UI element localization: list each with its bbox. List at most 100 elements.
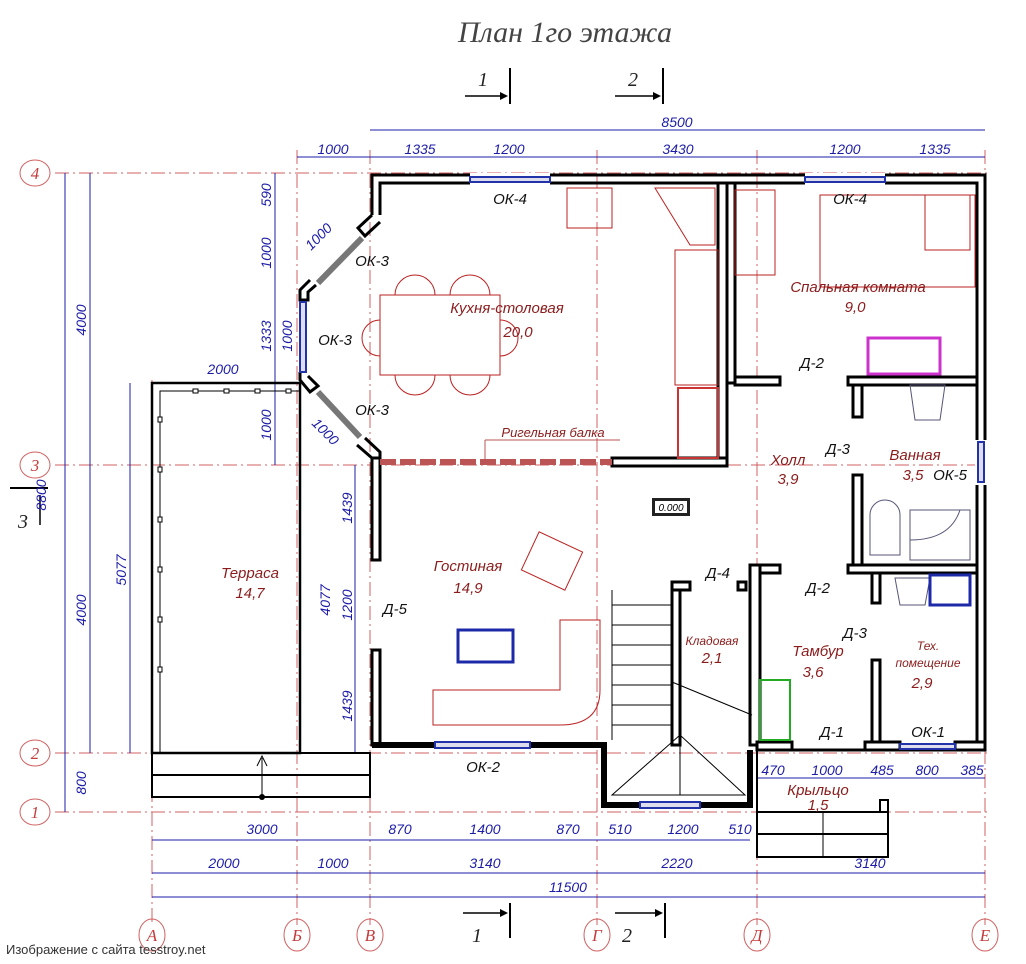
dim-top: 1200 bbox=[829, 141, 860, 157]
window-ok4-kitchen: ОК-4 bbox=[493, 191, 527, 208]
axis-v: В bbox=[365, 926, 376, 945]
axis-bubbles bbox=[19, 159, 999, 952]
room-terrace-name: Терраса bbox=[221, 565, 279, 582]
room-bedroom-name: Спальная комната bbox=[790, 279, 925, 296]
room-storage-name: Кладовая bbox=[686, 634, 739, 648]
section-mark-2-bottom: 2 bbox=[615, 903, 666, 947]
dim-left: 8800 bbox=[33, 479, 49, 510]
window-ok3: ОК-3 bbox=[355, 402, 390, 419]
dim-living: 4077 bbox=[317, 583, 333, 615]
dim-top: 1335 bbox=[919, 141, 950, 157]
dim-top-total: 8500 bbox=[661, 114, 692, 130]
room-kitchen-name: Кухня-столовая bbox=[450, 300, 563, 317]
terrace bbox=[150, 381, 371, 800]
axis-d: Д bbox=[750, 926, 764, 945]
dim-living: 1439 bbox=[339, 492, 355, 523]
section-mark-1-top: 1 bbox=[465, 68, 511, 104]
room-porch-name: Крыльцо bbox=[787, 782, 849, 799]
staircase[interactable] bbox=[610, 590, 753, 796]
axis-2: 2 bbox=[31, 744, 40, 763]
furniture bbox=[361, 187, 976, 741]
axis-3: 3 bbox=[30, 456, 40, 475]
dim-bottom: 1000 bbox=[317, 855, 348, 871]
window-ok5: ОК-5 bbox=[933, 467, 968, 484]
dim-bottom: 2000 bbox=[207, 855, 239, 871]
section-mark-1-bottom: 1 bbox=[463, 903, 511, 947]
room-kitchen-area: 20,0 bbox=[502, 324, 533, 341]
level-mark: 0.000 bbox=[658, 503, 683, 514]
dim-living: 1439 bbox=[339, 690, 355, 721]
room-living-area: 14,9 bbox=[453, 580, 483, 597]
walls bbox=[298, 173, 987, 808]
windows bbox=[299, 176, 985, 809]
dim-bottom: 3140 bbox=[469, 855, 500, 871]
window-ok2: ОК-2 bbox=[466, 759, 501, 776]
room-bath-area: 3,5 bbox=[903, 467, 925, 484]
dim-bottom: 1200 bbox=[667, 821, 698, 837]
room-porch-area: 1,5 bbox=[808, 797, 830, 814]
dim-left: 4000 bbox=[73, 594, 89, 625]
room-bath-name: Ванная bbox=[889, 447, 940, 464]
dim-bottom-total: 11500 bbox=[549, 879, 587, 895]
dim-bay: 1000 bbox=[302, 220, 335, 253]
door-d4: Д-4 bbox=[704, 565, 730, 582]
section-mark-3-left: 3 bbox=[10, 487, 48, 533]
axis-g: Г bbox=[591, 926, 603, 945]
room-vestibule-area: 3,6 bbox=[803, 664, 825, 681]
door-d3: Д-3 bbox=[841, 625, 868, 642]
dim-living: 1200 bbox=[339, 589, 355, 620]
axis-b: Б bbox=[291, 926, 302, 945]
dim-left: 5077 bbox=[113, 553, 129, 585]
dim-entrance: 1000 bbox=[811, 762, 842, 778]
svg-text:1: 1 bbox=[472, 925, 482, 947]
room-tech-name2: помещение bbox=[895, 656, 960, 670]
dim-bottom: 2220 bbox=[660, 855, 692, 871]
dim-top: 1200 bbox=[493, 141, 524, 157]
dim-bay: 2000 bbox=[206, 361, 238, 377]
watermark: Изображение с сайта tesstroy.net bbox=[6, 942, 206, 957]
dim-top: 1000 bbox=[317, 141, 348, 157]
door-d5: Д-5 bbox=[381, 601, 408, 618]
window-ok4-bedroom: ОК-4 bbox=[833, 191, 867, 208]
door-d1: Д-1 bbox=[818, 724, 844, 741]
window-ok3: ОК-3 bbox=[318, 332, 353, 349]
dim-top: 3430 bbox=[662, 141, 693, 157]
dim-bay: 1333 bbox=[258, 320, 274, 351]
dim-bay: 1000 bbox=[258, 237, 274, 268]
svg-text:2: 2 bbox=[622, 925, 632, 947]
dim-bay: 590 bbox=[258, 183, 274, 207]
svg-text:3: 3 bbox=[17, 511, 28, 533]
room-vestibule-name: Тамбур bbox=[792, 643, 843, 660]
window-ok3: ОК-3 bbox=[355, 253, 390, 270]
section-mark-2-top: 2 bbox=[615, 68, 664, 104]
room-living-name: Гостиная bbox=[434, 558, 503, 575]
porch bbox=[756, 750, 889, 858]
room-tech-name: Тех. bbox=[917, 639, 939, 653]
room-bedroom-area: 9,0 bbox=[845, 299, 867, 316]
dim-entrance: 800 bbox=[915, 762, 939, 778]
rigel-beam bbox=[380, 439, 620, 465]
axis-a: А bbox=[146, 926, 158, 945]
dim-bottom: 3140 bbox=[854, 855, 885, 871]
dim-bay: 1000 bbox=[258, 409, 274, 440]
room-hall-name: Холл bbox=[770, 452, 806, 469]
dim-bay: 1000 bbox=[279, 320, 295, 351]
dim-left: 800 bbox=[73, 771, 89, 795]
dim-entrance: 470 bbox=[761, 762, 785, 778]
axis-e: Е bbox=[979, 926, 991, 945]
room-storage-area: 2,1 bbox=[701, 650, 723, 667]
room-tech-area: 2,9 bbox=[911, 675, 934, 692]
room-terrace-area: 14,7 bbox=[235, 585, 265, 602]
plan-title: План 1го этажа bbox=[457, 16, 672, 49]
svg-text:1: 1 bbox=[478, 69, 488, 91]
axis-4: 4 bbox=[31, 164, 40, 183]
dim-left: 4000 bbox=[73, 304, 89, 335]
svg-text:2: 2 bbox=[628, 69, 638, 91]
dim-bottom: 870 bbox=[388, 821, 412, 837]
dim-bottom: 3000 bbox=[246, 821, 277, 837]
dim-bay: 1000 bbox=[309, 415, 342, 448]
room-hall-area: 3,9 bbox=[778, 471, 800, 488]
door-d3: Д-3 bbox=[824, 441, 851, 458]
door-d2: Д-2 bbox=[804, 580, 831, 597]
